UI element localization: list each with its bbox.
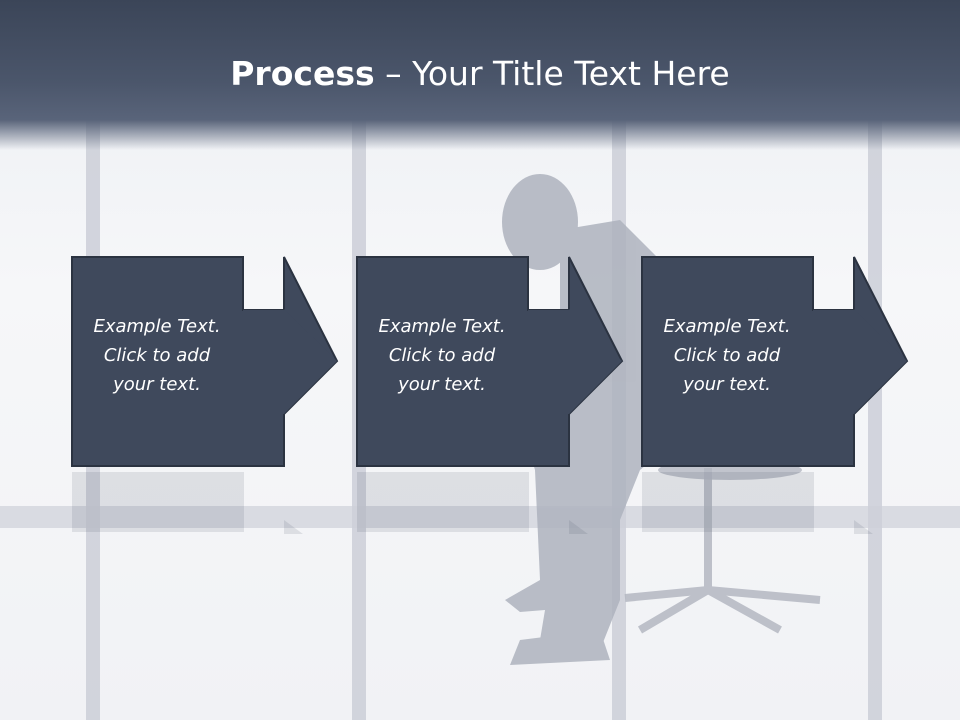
title-bar (0, 0, 960, 150)
title-rest-part: – Your Title Text Here (374, 54, 730, 93)
step-text[interactable]: Example Text. Click to add your text. (378, 316, 506, 395)
step-text[interactable]: Example Text. Click to add your text. (663, 316, 791, 395)
step-reflection (641, 472, 960, 552)
step-reflection (356, 472, 698, 552)
process-step-3[interactable]: Example Text. Click to add your text. (641, 256, 960, 468)
slide-title[interactable]: Process – Your Title Text Here (0, 52, 960, 96)
step-reflection (71, 472, 413, 552)
title-bold-part: Process (230, 54, 375, 93)
step-text[interactable]: Example Text. Click to add your text. (93, 316, 221, 395)
